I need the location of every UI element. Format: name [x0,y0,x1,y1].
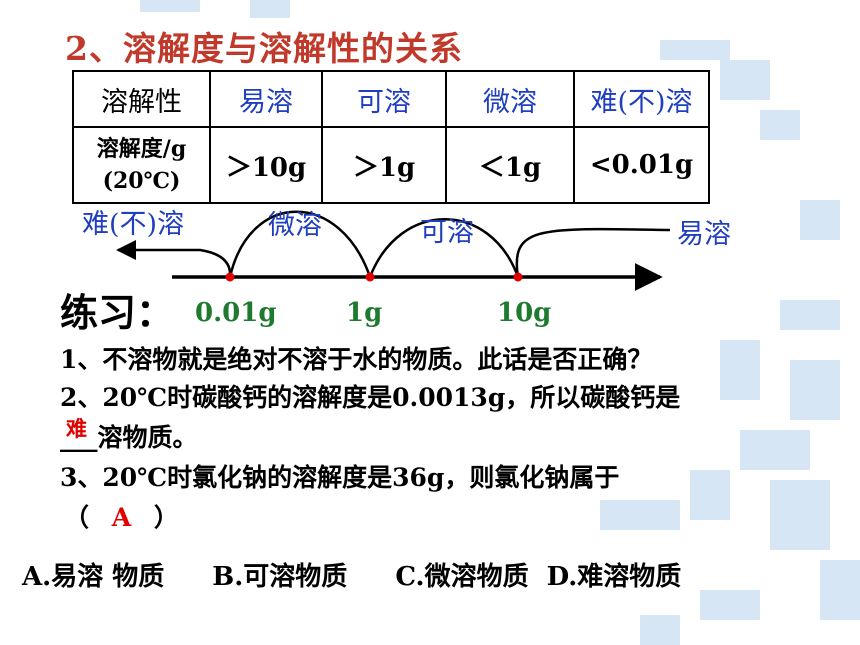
blank-underline: ___ [60,423,98,452]
axis-label-10g: 10g [497,298,552,328]
table-row-label: 溶解度/g (20℃) [72,126,211,204]
section-title: 2、溶解度与溶解性的关系 [65,29,463,68]
table-header-cell: 难(不)溶 [573,70,710,128]
arc-label-soluble: 可溶 [420,217,474,248]
question-1: 1、不溶物就是绝对不溶于水的物质。此话是否正确？ [60,345,653,374]
arc-soluble [368,218,520,278]
table-cell: ＞10g [209,126,323,204]
paren-close: ） [153,503,179,532]
solubility-table: 溶解性 易溶 可溶 微溶 难(不)溶 溶解度/g (20℃) ＞10g ＞1g … [72,70,710,204]
point-1g [365,272,375,282]
question-2-tail: 溶物质。 [97,423,198,452]
table-header-cell: 易溶 [209,70,323,128]
table-cell: ＞1g [321,126,447,204]
choice-a: A.易溶 物质 [22,562,165,592]
question-3-line1: 3、20℃时氯化钠的溶解度是36g，则氯化钠属于 [60,463,620,492]
table-cell: <0.01g [573,126,710,204]
arc-very-soluble [515,227,671,278]
table-row: 溶解性 易溶 可溶 微溶 难(不)溶 [72,70,710,128]
answer-text: 难 [66,416,87,441]
table-cell: ＜1g [445,126,575,204]
point-10g [513,272,523,282]
point-001g [225,272,235,282]
answer-choices: A.易溶 物质 B.可溶物质 C.微溶物质 D.难溶物质 [22,556,681,593]
table-header-cell: 微溶 [445,70,575,128]
question-2-line1: 2、20℃时碳酸钙的溶解度是0.0013g，所以碳酸钙是 [60,383,681,412]
paren-open: （ [64,503,90,532]
table-header-cell: 溶解性 [72,70,211,128]
question-3-answer: （ A ） [64,498,179,534]
answer-blank: ___ 难 [60,416,98,452]
practice-heading: 练习： [60,290,175,335]
choice-d: D.难溶物质 [546,562,682,592]
row-label-line1: 溶解度/g [96,136,187,162]
question-2-line2: ___ 难 溶物质。 [60,416,198,454]
choice-c: C.微溶物质 [395,562,529,592]
choice-b: B.可溶物质 [212,562,348,592]
arc-label-insoluble: 难(不)溶 [82,209,185,240]
row-label-line2: (20℃) [102,168,181,194]
arc-slight [228,210,372,278]
answer-choice: A [111,503,132,532]
arc-label-slight: 微溶 [268,210,322,241]
arc-label-very-soluble: 易溶 [677,219,731,250]
table-header-cell: 可溶 [321,70,447,128]
axis-label-001g: 0.01g [195,298,277,328]
table-row: 溶解度/g (20℃) ＞10g ＞1g ＜1g <0.01g [72,126,710,204]
axis-label-1g: 1g [346,298,383,328]
number-line-diagram [116,210,671,291]
arc-insoluble [116,240,232,278]
